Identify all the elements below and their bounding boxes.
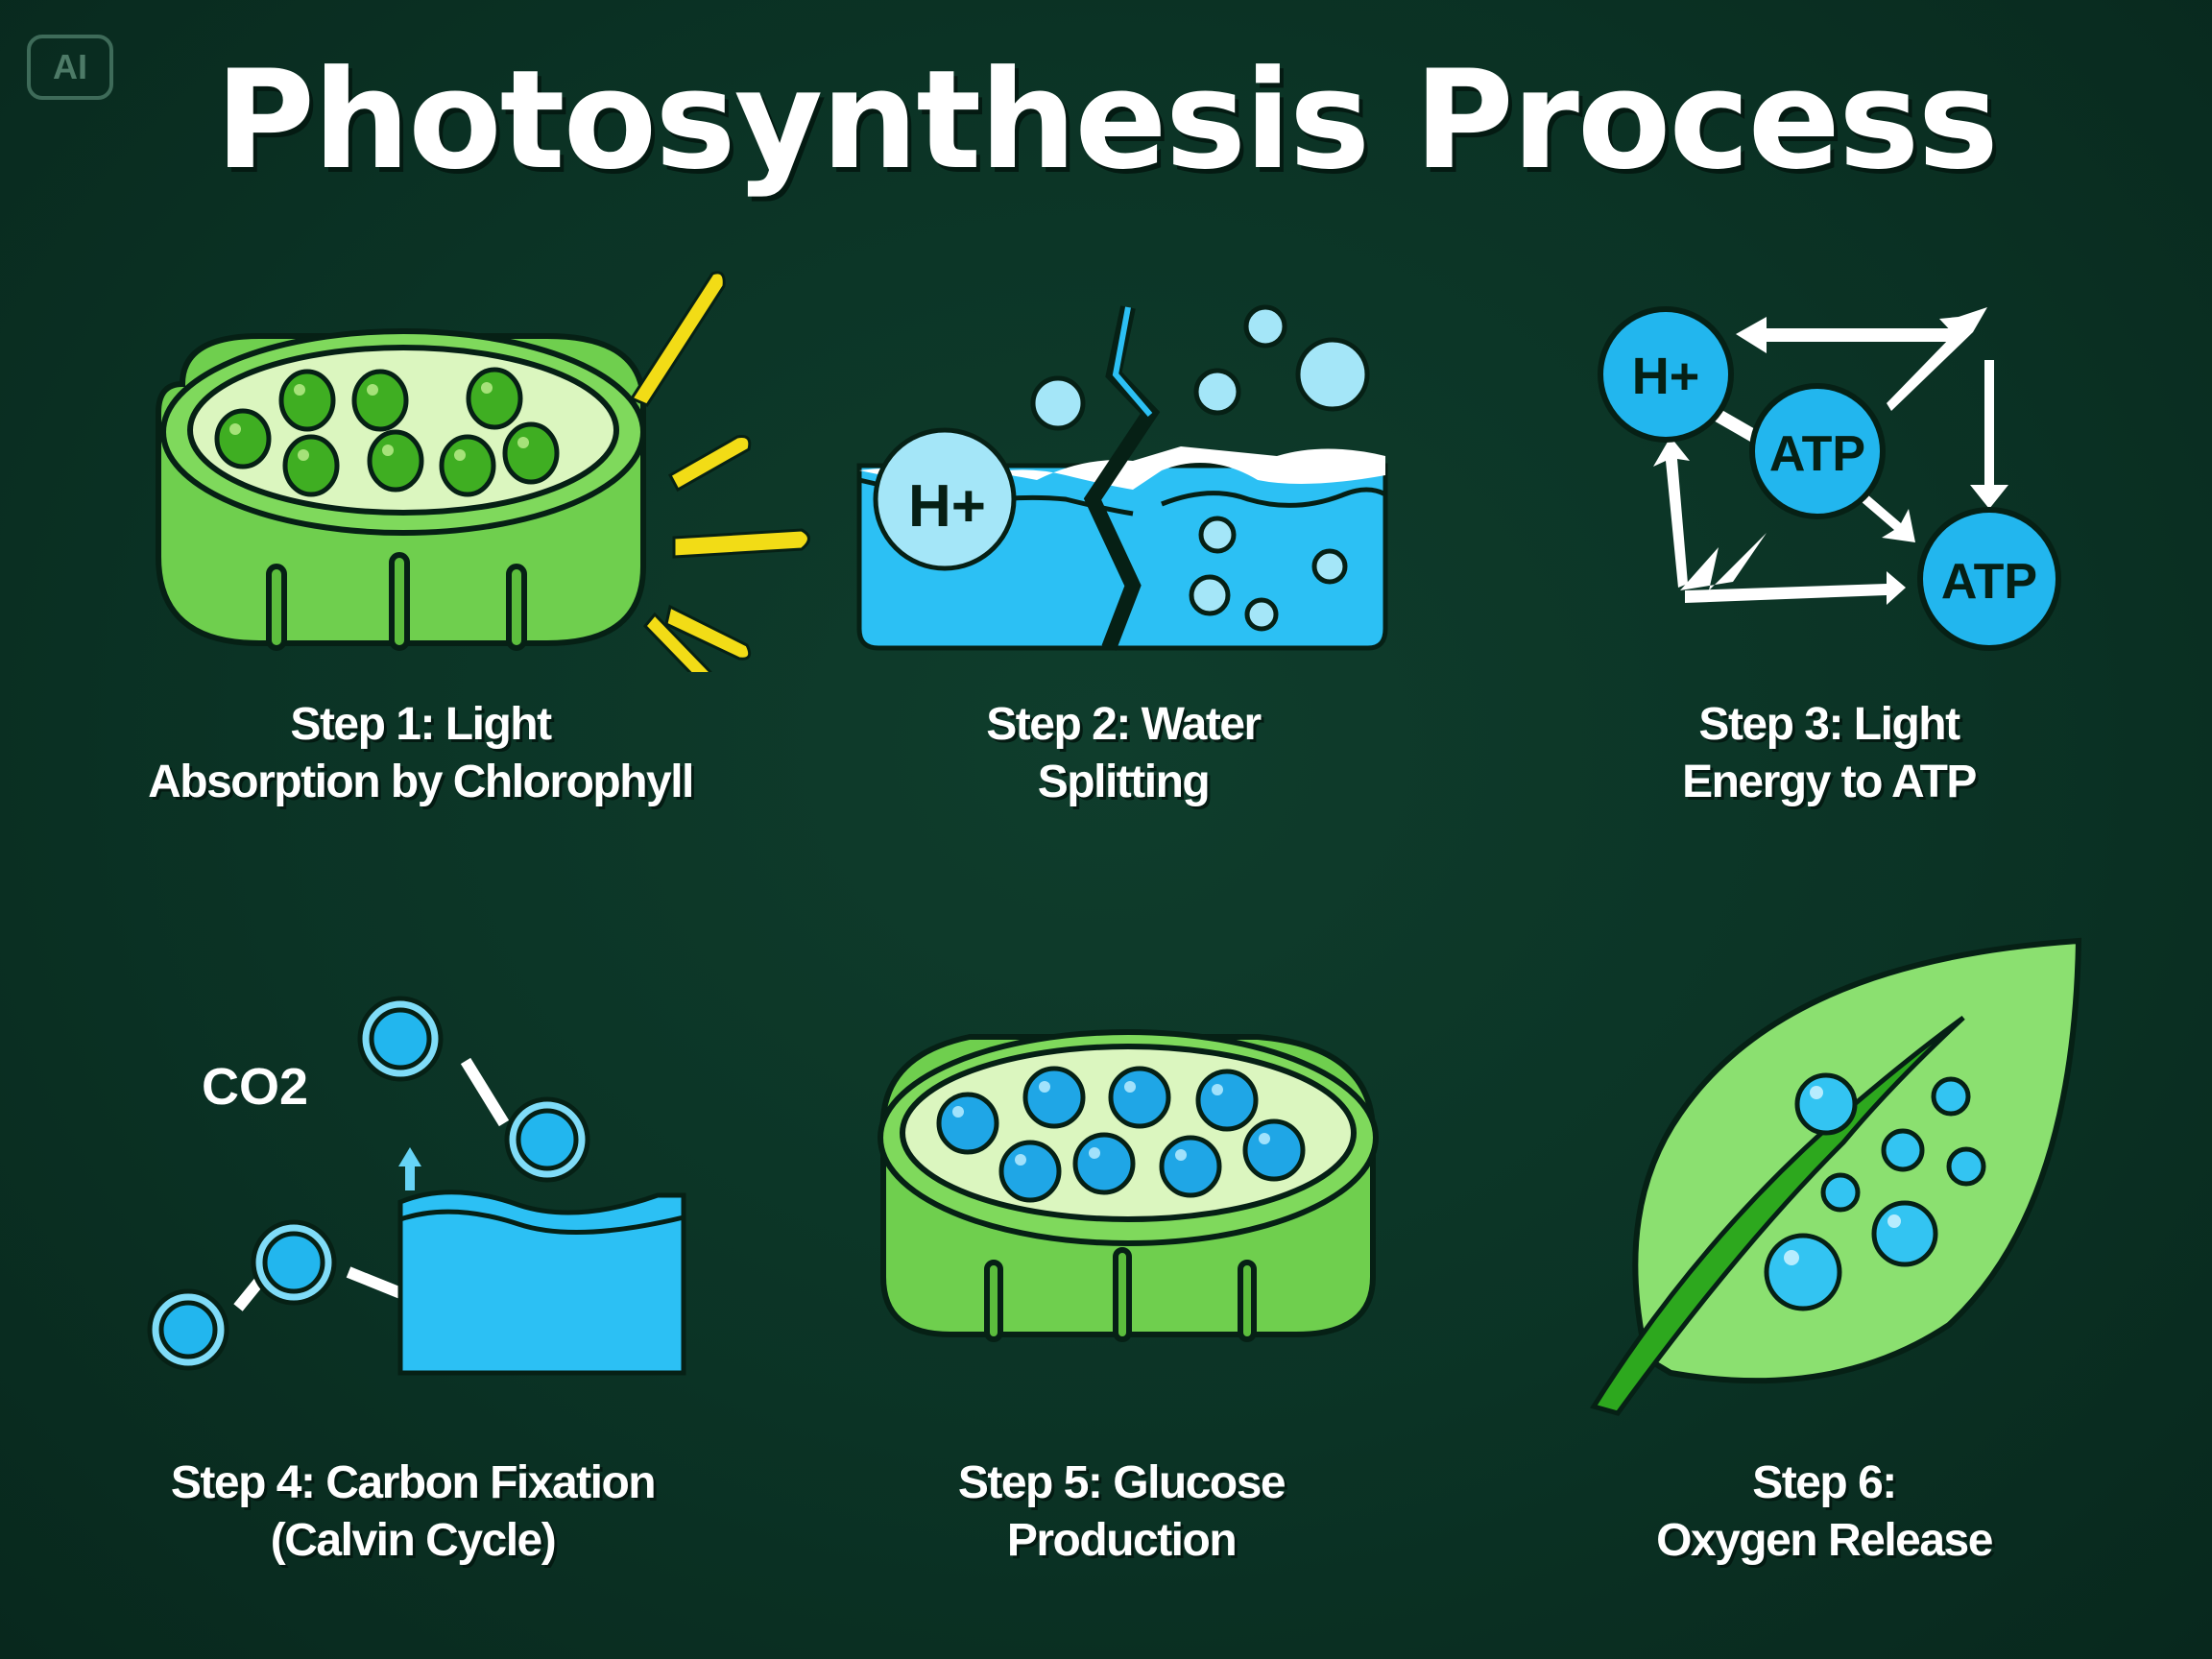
- step-2-line-2: Splitting: [1037, 757, 1211, 807]
- step-5-label: Step 5: Glucose Production: [785, 1455, 1457, 1570]
- step-6-line-2: Oxygen Release: [1656, 1515, 1993, 1566]
- step-1-line-2: Absorption by Chlorophyll: [148, 757, 694, 807]
- step-6-line-1: Step 6:: [1752, 1457, 1897, 1508]
- atp-cycle-icon: H+ ATP ATP: [1598, 306, 2061, 651]
- step-2-label: Step 2: Water Splitting: [787, 696, 1459, 811]
- page-title: Photosynthesis Process: [215, 41, 1999, 200]
- step-4-line-1: Step 4: Carbon Fixation: [170, 1457, 657, 1508]
- step-2-line-1: Step 2: Water: [986, 699, 1262, 750]
- node-atp-center: ATP: [1769, 426, 1865, 482]
- node-atp-right: ATP: [1941, 554, 2037, 610]
- step-5-line-2: Production: [1006, 1515, 1238, 1566]
- step-3-line-1: Step 3: Light: [1698, 699, 1960, 750]
- leaf-oxygen-icon: [1590, 937, 2082, 1416]
- step-1-line-1: Step 1: Light: [290, 699, 552, 750]
- ai-badge: AI: [27, 35, 113, 100]
- step-4-line-2: (Calvin Cycle): [270, 1515, 557, 1566]
- step-5-line-1: Step 5: Glucose: [957, 1457, 1286, 1508]
- step-1-label: Step 1: Light Absorption by Chlorophyll: [84, 696, 757, 811]
- step-3-line-2: Energy to ATP: [1682, 757, 1977, 807]
- h-plus-label: H+: [908, 473, 986, 540]
- co2-label: CO2: [202, 1058, 308, 1116]
- glucose-chloroplast-icon: [878, 1029, 1379, 1342]
- step-6-label: Step 6: Oxygen Release: [1488, 1455, 2160, 1570]
- carbon-fixation-icon: CO2: [147, 996, 686, 1376]
- step-3-label: Step 3: Light Energy to ATP: [1493, 696, 2165, 811]
- node-h-plus: H+: [1632, 348, 1700, 405]
- water-splitting-icon: H+: [856, 304, 1388, 651]
- step-4-label: Step 4: Carbon Fixation (Calvin Cycle): [77, 1455, 749, 1570]
- chloroplast-light-absorption-icon: [156, 271, 810, 672]
